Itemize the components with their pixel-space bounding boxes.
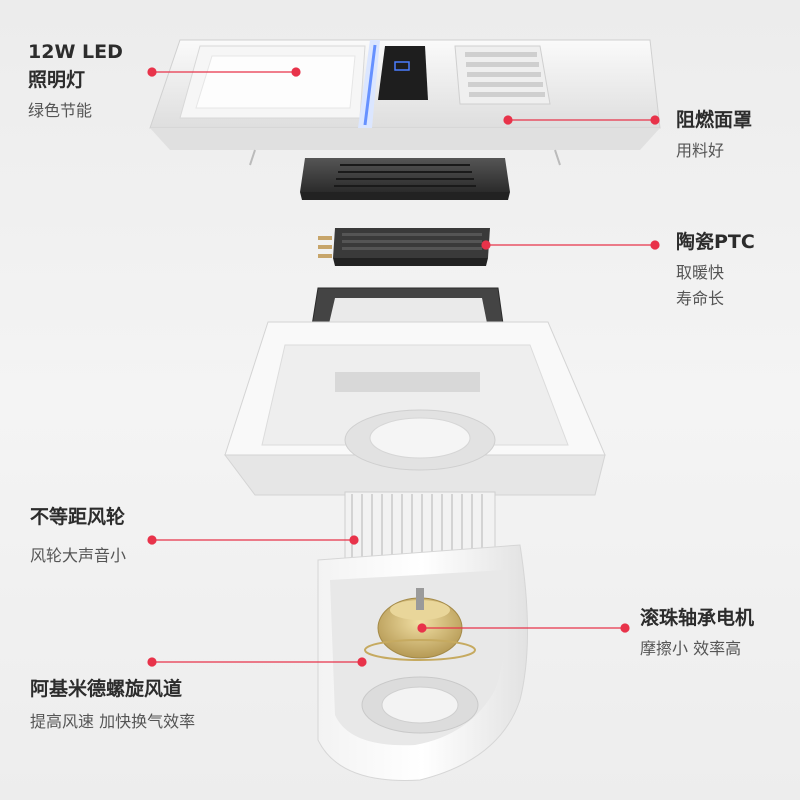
- callout-subtitle: 提高风速 加快换气效率: [30, 712, 196, 731]
- callout-ceramic-ptc: 陶瓷PTC 取暖快 寿命长: [676, 228, 755, 312]
- callout-title: 不等距风轮: [30, 506, 126, 528]
- callout-subtitle: 取暖快: [676, 263, 725, 282]
- callout-title: 阻燃面罩: [676, 109, 753, 131]
- vent-grille-icon: [454, 45, 551, 105]
- callout-led-light: 12W LED 照明灯 绿色节能: [28, 38, 123, 124]
- callout-flame-cover: 阻燃面罩 用料好: [676, 106, 752, 164]
- fan-box: [300, 158, 510, 200]
- callout-subtitle: 摩擦小 效率高: [640, 639, 742, 658]
- callout-title-line2: 照明灯: [28, 69, 86, 91]
- callout-subtitle: 绿色节能: [28, 101, 93, 120]
- callout-air-duct: 阿基米德螺旋风道 提高风速 加快换气效率: [30, 675, 195, 735]
- callout-subtitle: 风轮大声音小: [30, 546, 127, 565]
- callout-title: 阿基米德螺旋风道: [30, 678, 183, 700]
- mounting-frame: [224, 321, 606, 496]
- callout-title: 滚珠轴承电机: [640, 607, 755, 629]
- face-panel: [149, 39, 661, 166]
- ptc-heater: [318, 228, 490, 266]
- callout-title: 12W LED: [28, 41, 123, 63]
- digital-display-icon: [378, 46, 428, 100]
- spiral-housing: [317, 544, 528, 781]
- callout-subtitle: 用料好: [676, 141, 725, 160]
- callout-motor: 滚珠轴承电机 摩擦小 效率高: [640, 604, 754, 662]
- callout-fan-wheel: 不等距风轮 风轮大声音小: [30, 503, 126, 569]
- callout-title: 陶瓷PTC: [676, 231, 755, 253]
- callout-lines: [147, 67, 660, 667]
- callout-subtitle-line2: 寿命长: [676, 289, 725, 308]
